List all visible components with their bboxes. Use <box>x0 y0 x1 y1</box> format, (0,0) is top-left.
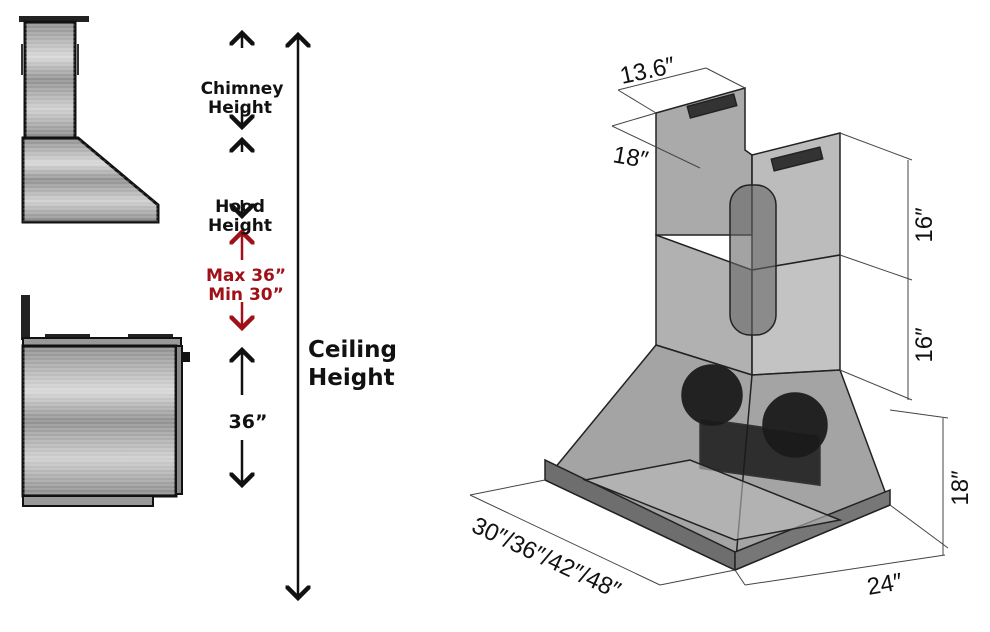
dimension-lines <box>469 67 949 586</box>
hood-height-dim-label: 18″ <box>947 470 974 506</box>
lower-chimney-height-label: 16″ <box>911 327 938 363</box>
vent-slots-icon <box>686 93 738 119</box>
min-clearance-label: Min 30” <box>208 285 284 305</box>
max-clearance-label: Max 36” <box>206 266 286 286</box>
chimney-height-label-1: Chimney <box>201 79 284 99</box>
hood-side-view <box>19 16 160 224</box>
dimension-arrows <box>242 33 298 598</box>
vent-slots-icon <box>770 146 824 172</box>
hood-widths-label: 30″/36″/42″/48″ <box>468 512 626 605</box>
chimney-width-label: 13.6″ <box>618 52 678 90</box>
baffle-filters <box>582 459 843 541</box>
chimney-height-label-2: Height <box>208 98 272 118</box>
blower-motor-icon <box>681 364 743 426</box>
range-side-view <box>21 295 190 507</box>
hood-3d-view <box>543 87 891 572</box>
upper-chimney-height-label: 16″ <box>911 207 938 243</box>
hood-depth-label: 24″ <box>865 568 905 601</box>
counter-height-label: 36” <box>229 411 268 433</box>
ceiling-height-label-2: Height <box>308 365 395 391</box>
duct-filter-cylinder <box>729 184 777 336</box>
ceiling-height-label-1: Ceiling <box>308 337 397 363</box>
control-board <box>699 417 821 487</box>
chimney-depth-label: 18″ <box>611 141 651 174</box>
hood-height-label-2: Height <box>208 216 272 236</box>
hood-height-label-1: Hood <box>215 197 265 217</box>
